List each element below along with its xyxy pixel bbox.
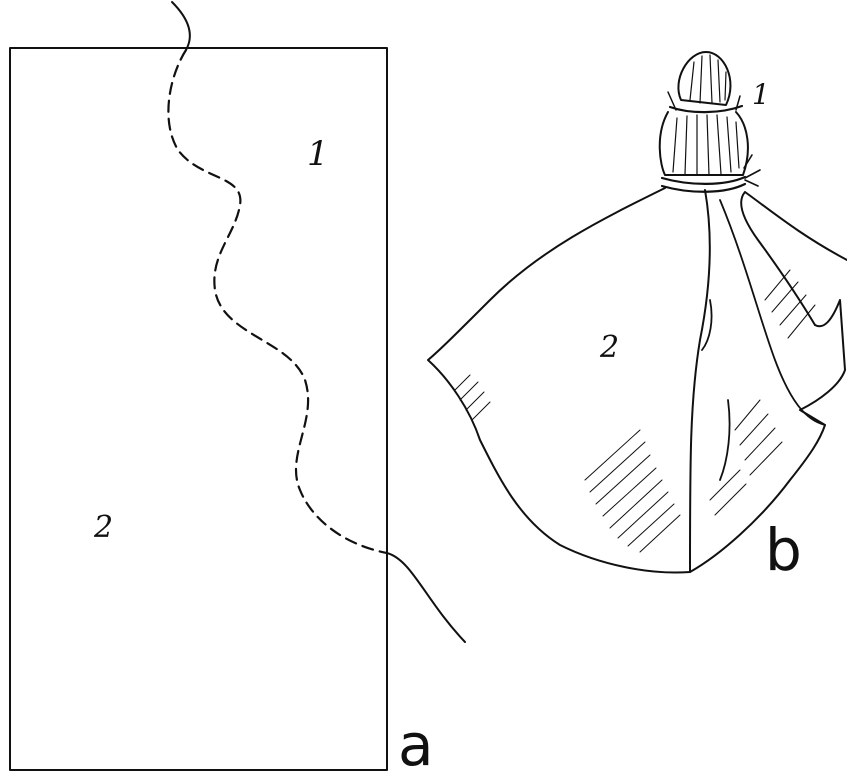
panel-b: 1 2 b xyxy=(428,52,847,584)
knot-head xyxy=(660,52,760,192)
thread-top xyxy=(172,2,190,50)
panel-a: 1 2 a xyxy=(10,2,465,774)
region-label-1: 1 xyxy=(307,134,329,174)
panel-label-b: b xyxy=(765,516,802,584)
region-label-2: 2 xyxy=(93,510,113,545)
shading-right xyxy=(710,270,815,515)
shading-bottom xyxy=(585,430,680,552)
cut-line xyxy=(168,50,387,553)
fabric-rectangle xyxy=(10,48,387,770)
binding-thread xyxy=(662,177,745,192)
label-2: 2 xyxy=(599,330,619,365)
thread-bottom xyxy=(387,553,465,642)
panel-label-a: a xyxy=(398,711,434,774)
label-1: 1 xyxy=(752,78,770,111)
